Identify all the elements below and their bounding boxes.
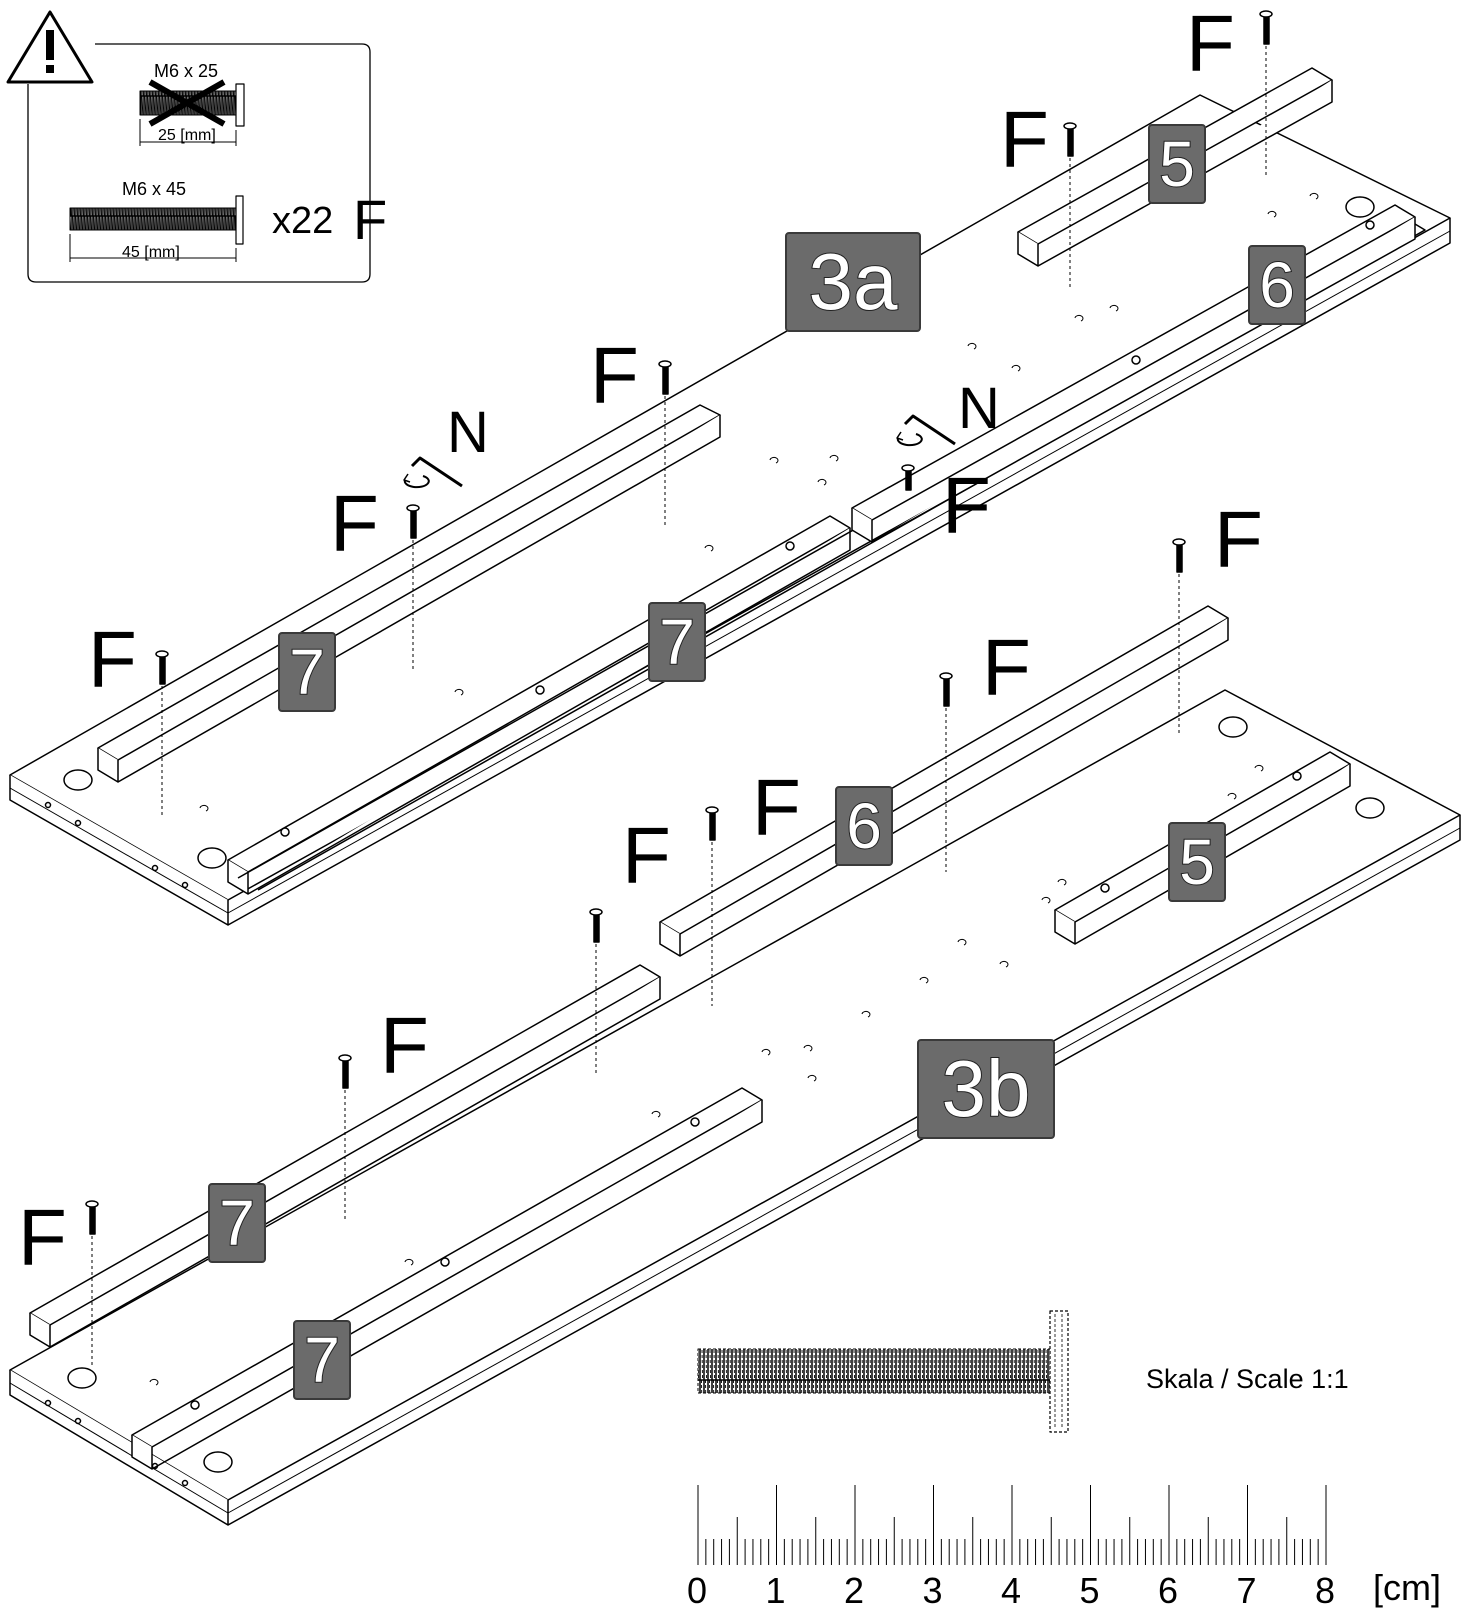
ruler-tick-label: 2 — [844, 1570, 865, 1611]
screw-icon — [406, 504, 420, 672]
allen-key-icon — [403, 456, 463, 489]
step-label: 3b — [941, 1043, 1032, 1134]
ruler-tick-label: 6 — [1158, 1570, 1179, 1611]
part-letter-f: F — [982, 623, 1031, 712]
part-tag-5: 5 — [1148, 124, 1206, 204]
board-3a — [9, 94, 1451, 926]
right-screw-label: M6 x 45 — [122, 179, 187, 199]
part-letter-f: F — [1186, 0, 1235, 88]
part-letter-f: F — [590, 331, 639, 420]
screw-icon — [589, 908, 603, 1076]
part-number: 7 — [288, 635, 326, 709]
right-screw-length: 45 [mm] — [122, 244, 180, 261]
part-tag-7: 7 — [208, 1183, 266, 1263]
screw-icon — [1063, 122, 1077, 290]
screw-icon — [901, 464, 915, 491]
correct-screw — [69, 195, 244, 262]
screws — [85, 10, 1273, 1368]
wrong-screw-length: 25 [mm] — [158, 127, 216, 144]
part-tag-6: 6 — [1248, 245, 1306, 325]
screw-icon — [1172, 538, 1186, 736]
warning-box — [6, 10, 371, 283]
part-tag-7: 7 — [648, 602, 706, 682]
part-number: 7 — [303, 1323, 341, 1397]
screw-icon — [705, 806, 719, 1006]
part-number: 7 — [218, 1186, 256, 1260]
screw-icon — [338, 1054, 352, 1222]
part-number: 7 — [658, 605, 696, 679]
ruler — [697, 1485, 1327, 1565]
ruler-tick-label: 4 — [1001, 1570, 1022, 1611]
part-tag-7: 7 — [293, 1320, 351, 1400]
screw-icon — [85, 1200, 99, 1368]
tool-letter-n: N — [958, 376, 1000, 441]
part-letter-f: F — [942, 461, 991, 550]
ruler-tick-label: 8 — [1315, 1570, 1336, 1611]
scale-screw — [697, 1310, 1069, 1433]
part-number: 5 — [1158, 127, 1196, 201]
allen-key-icon — [896, 414, 956, 447]
part-letter-f: F — [88, 615, 137, 704]
ruler-tick-label: 1 — [765, 1570, 786, 1611]
screw-part-letter: F — [353, 188, 388, 251]
warning-triangle-icon — [6, 10, 94, 84]
part-letter-f: F — [622, 811, 671, 900]
part-tag-7: 7 — [278, 632, 336, 712]
step-tag-3a: 3a — [785, 232, 921, 332]
wrong-screw — [139, 79, 245, 146]
holes — [149, 192, 1319, 1386]
screw-icon — [155, 650, 169, 818]
part-letter-f: F — [18, 1193, 67, 1282]
ruler-unit: [cm] — [1373, 1567, 1441, 1608]
step-label: 3a — [808, 236, 899, 327]
part-letter-f: F — [1000, 95, 1049, 184]
ruler-tick-label: 3 — [922, 1570, 943, 1611]
part-letter-f: F — [1214, 495, 1263, 584]
part-letter-f: F — [330, 479, 379, 568]
part-letter-f: F — [380, 1001, 429, 1090]
step-tag-3b: 3b — [917, 1039, 1055, 1139]
part-number: 5 — [1178, 825, 1216, 899]
part-letter-f: F — [752, 763, 801, 852]
screw-icon — [658, 360, 672, 528]
screw-icon — [1259, 10, 1273, 178]
tool-letter-n: N — [447, 400, 489, 465]
screw-icon — [939, 672, 953, 872]
part-tag-5: 5 — [1168, 822, 1226, 902]
scale-label: Skala / Scale 1:1 — [1146, 1364, 1349, 1394]
wrong-screw-label: M6 x 25 — [154, 61, 219, 81]
screw-quantity: x22 — [272, 200, 334, 242]
part-number: 6 — [1258, 248, 1296, 322]
part-number: 6 — [845, 789, 883, 863]
rail-7-left-3a — [97, 404, 721, 783]
ruler-tick-label: 5 — [1079, 1570, 1100, 1611]
ruler-tick-label: 0 — [687, 1570, 708, 1611]
ruler-tick-label: 7 — [1236, 1570, 1257, 1611]
part-tag-6: 6 — [835, 786, 893, 866]
